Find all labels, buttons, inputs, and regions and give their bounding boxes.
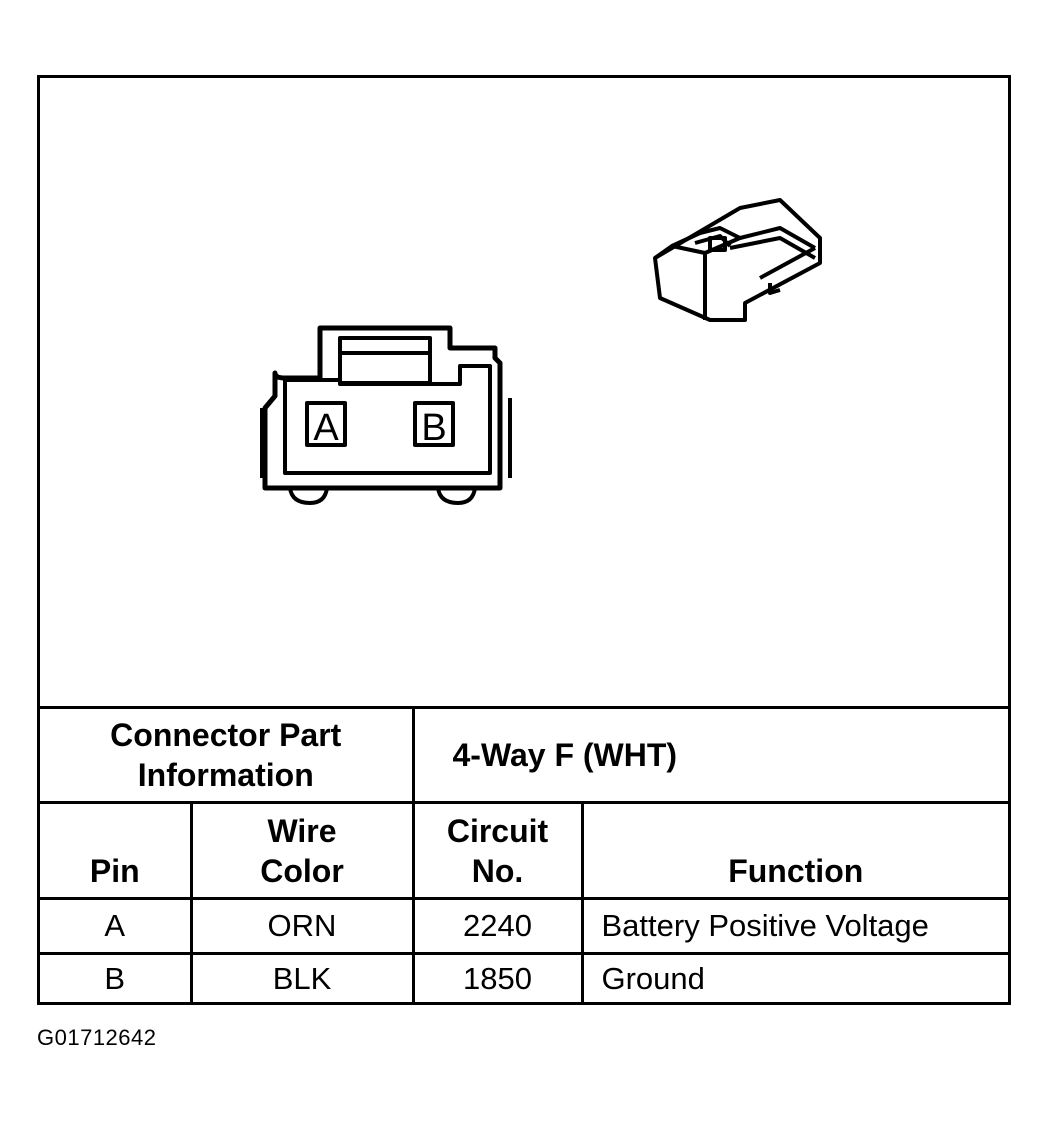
pin-cavity-a <box>305 401 347 447</box>
column-header-function: Function <box>580 801 1008 900</box>
connector-iso-view <box>653 198 822 322</box>
table-row: B BLK 1850 Ground <box>40 952 1008 1004</box>
connector-info-label-cell: Connector Part Information <box>40 706 415 804</box>
connector-iso-body <box>653 198 822 322</box>
column-header-pin: Pin <box>40 801 193 900</box>
pin-cell: B <box>40 952 193 1004</box>
connector-drawing-area: A B <box>40 78 1008 706</box>
pin-cell: A <box>40 897 193 955</box>
diagram-frame: A B Connector Part In <box>37 75 1011 1005</box>
pin-label-b: B <box>421 407 446 449</box>
connector-latch-tab <box>338 336 432 385</box>
column-header-circuit-no: Circuit No. <box>411 801 584 900</box>
connector-info-value-cell: 4-Way F (WHT) <box>411 706 1008 804</box>
pin-label-a: A <box>313 407 339 449</box>
connector-foot-left <box>288 487 329 505</box>
connector-info-table: Connector Part Information 4-Way F (WHT)… <box>40 706 1008 1004</box>
table-row: A ORN 2240 Battery Positive Voltage <box>40 897 1008 955</box>
function-cell: Battery Positive Voltage <box>580 897 1008 955</box>
circuit-cell: 2240 <box>411 897 584 955</box>
column-header-wire-color: Wire Color <box>189 801 415 900</box>
function-cell: Ground <box>580 952 1008 1004</box>
wire-color-cell: BLK <box>189 952 415 1004</box>
connector-face-view <box>260 325 512 505</box>
figure-id: G01712642 <box>37 1025 157 1050</box>
circuit-cell: 1850 <box>411 952 584 1004</box>
connector-foot-right <box>436 487 477 505</box>
connector-type-value: 4-Way F (WHT) <box>452 737 678 773</box>
wire-color-cell: ORN <box>189 897 415 955</box>
pin-cavity-b <box>413 401 455 447</box>
connector-info-label: Connector Part Information <box>110 717 342 793</box>
connector-illustrations: A B <box>260 198 822 505</box>
